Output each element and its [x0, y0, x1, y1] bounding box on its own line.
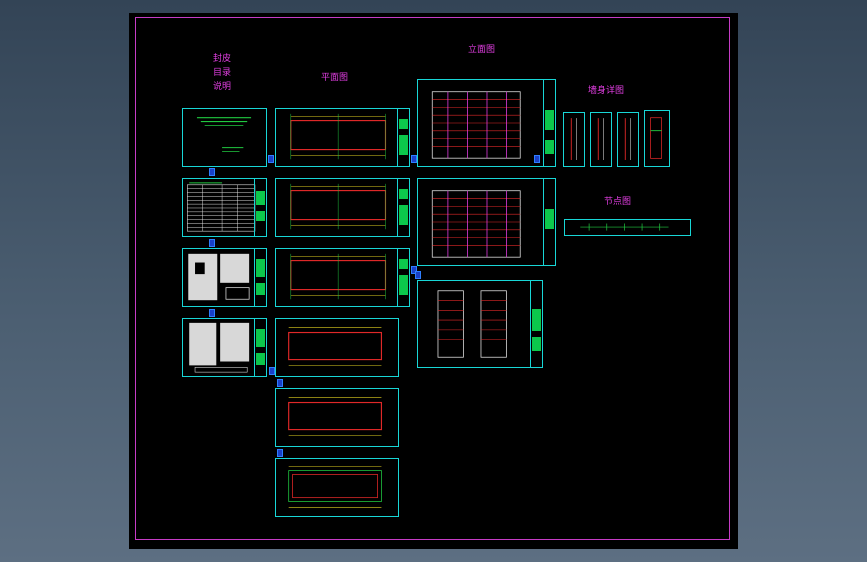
sheet-wall-detail-1[interactable]: [563, 112, 585, 167]
sheet-cover[interactable]: [182, 108, 267, 167]
connector: [269, 367, 275, 375]
floor-plan-2-drawing: [290, 183, 387, 230]
sheet-floor-plan-5[interactable]: [275, 388, 399, 447]
label-wall-details: 墙身详图: [588, 86, 625, 96]
label-notes: 说明: [213, 82, 232, 92]
drawing-frame: [135, 17, 730, 540]
sheet-floor-plan-2[interactable]: [275, 178, 410, 237]
sheet-nodes[interactable]: [564, 219, 691, 236]
sheet-sections[interactable]: [417, 280, 543, 368]
wall-detail-3-drawing: [624, 118, 631, 160]
notes-1-drawing: [188, 253, 250, 301]
catalog-title-block: [254, 179, 266, 236]
connector: [411, 155, 417, 163]
sheet-notes-2[interactable]: [182, 318, 267, 377]
sheet-elevation-2[interactable]: [417, 178, 556, 266]
connector: [209, 239, 215, 247]
sections-drawing: [437, 290, 507, 358]
elevation-2-title-block: [543, 179, 555, 265]
wall-detail-1-drawing: [570, 118, 577, 160]
notes-2-title-block: [254, 319, 266, 376]
floor-plan-3-title-block: [397, 249, 409, 306]
floor-plan-4-drawing: [288, 327, 383, 366]
sheet-floor-plan-6[interactable]: [275, 458, 399, 517]
wall-detail-4-drawing: [650, 117, 662, 159]
floor-plan-1-title-block: [397, 109, 409, 166]
connector: [268, 155, 274, 163]
wall-detail-2-drawing: [597, 118, 604, 160]
sheet-wall-detail-3[interactable]: [617, 112, 639, 167]
connector: [277, 449, 283, 457]
floor-plan-2-title-block: [397, 179, 409, 236]
elevation-1-drawing: [431, 91, 521, 159]
sheet-catalog[interactable]: [182, 178, 267, 237]
connector: [209, 168, 215, 176]
sheet-floor-plan-3[interactable]: [275, 248, 410, 307]
sections-title-block: [530, 281, 542, 367]
sheet-wall-detail-2[interactable]: [590, 112, 612, 167]
floor-plan-6-drawing: [288, 466, 382, 508]
connector: [415, 271, 421, 279]
elevation-2-drawing: [431, 190, 521, 258]
connector: [277, 379, 283, 387]
cad-model-space[interactable]: 封皮 目录 说明 平面图 立面图 墙身详图 节点图: [129, 13, 738, 549]
cover-drawing: [196, 117, 252, 152]
connector: [411, 266, 417, 274]
sheet-floor-plan-1[interactable]: [275, 108, 410, 167]
label-elevations: 立面图: [468, 45, 496, 55]
sheet-floor-plan-4[interactable]: [275, 318, 399, 377]
sheet-wall-detail-4[interactable]: [644, 110, 670, 167]
connector: [534, 155, 540, 163]
label-cover: 封皮: [213, 54, 232, 64]
notes-2-drawing: [189, 322, 250, 373]
sheet-notes-1[interactable]: [182, 248, 267, 307]
catalog-drawing: [187, 182, 256, 232]
notes-1-title-block: [254, 249, 266, 306]
label-floor-plans: 平面图: [321, 73, 349, 83]
label-nodes: 节点图: [604, 197, 632, 207]
sheet-elevation-1[interactable]: [417, 79, 556, 167]
nodes-drawing: [580, 223, 669, 231]
connector: [209, 309, 215, 317]
label-catalog: 目录: [213, 68, 232, 78]
floor-plan-1-drawing: [290, 113, 387, 160]
elevation-1-title-block: [543, 80, 555, 166]
floor-plan-3-drawing: [290, 253, 387, 300]
floor-plan-5-drawing: [288, 397, 383, 436]
